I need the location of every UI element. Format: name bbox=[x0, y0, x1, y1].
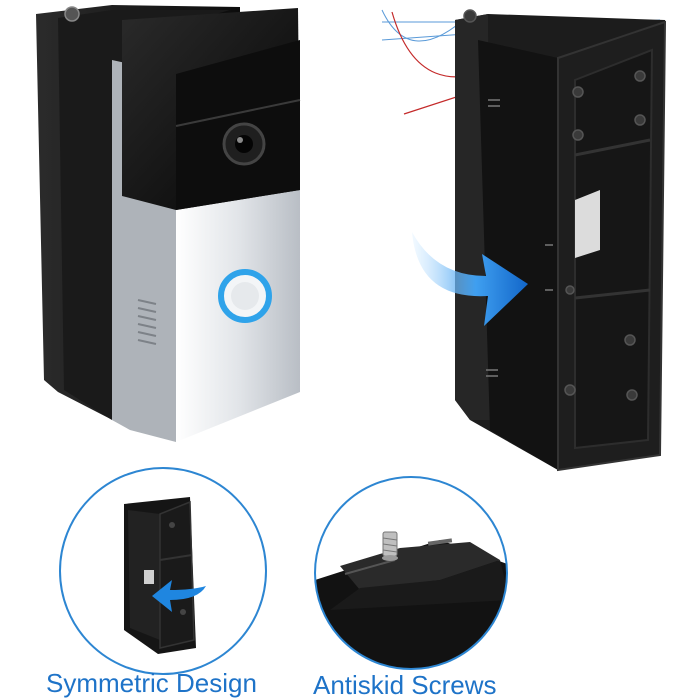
antiskid-screws-detail bbox=[314, 476, 508, 670]
curved-arrow-right-icon bbox=[412, 232, 528, 326]
bracket-back-view bbox=[381, 9, 667, 472]
caption-antiskid-screws: Antiskid Screws bbox=[313, 670, 497, 700]
screw-icon bbox=[382, 531, 398, 561]
doorbell-with-bracket bbox=[36, 5, 301, 442]
screw-icon bbox=[64, 6, 80, 22]
caption-symmetric-design: Symmetric Design bbox=[46, 668, 257, 698]
speaker-grille bbox=[137, 299, 157, 345]
detail-circle-right bbox=[314, 476, 508, 670]
curved-arrow-left-icon bbox=[152, 580, 206, 612]
detail-circle-left bbox=[59, 467, 267, 675]
symmetric-design-detail bbox=[59, 467, 267, 675]
